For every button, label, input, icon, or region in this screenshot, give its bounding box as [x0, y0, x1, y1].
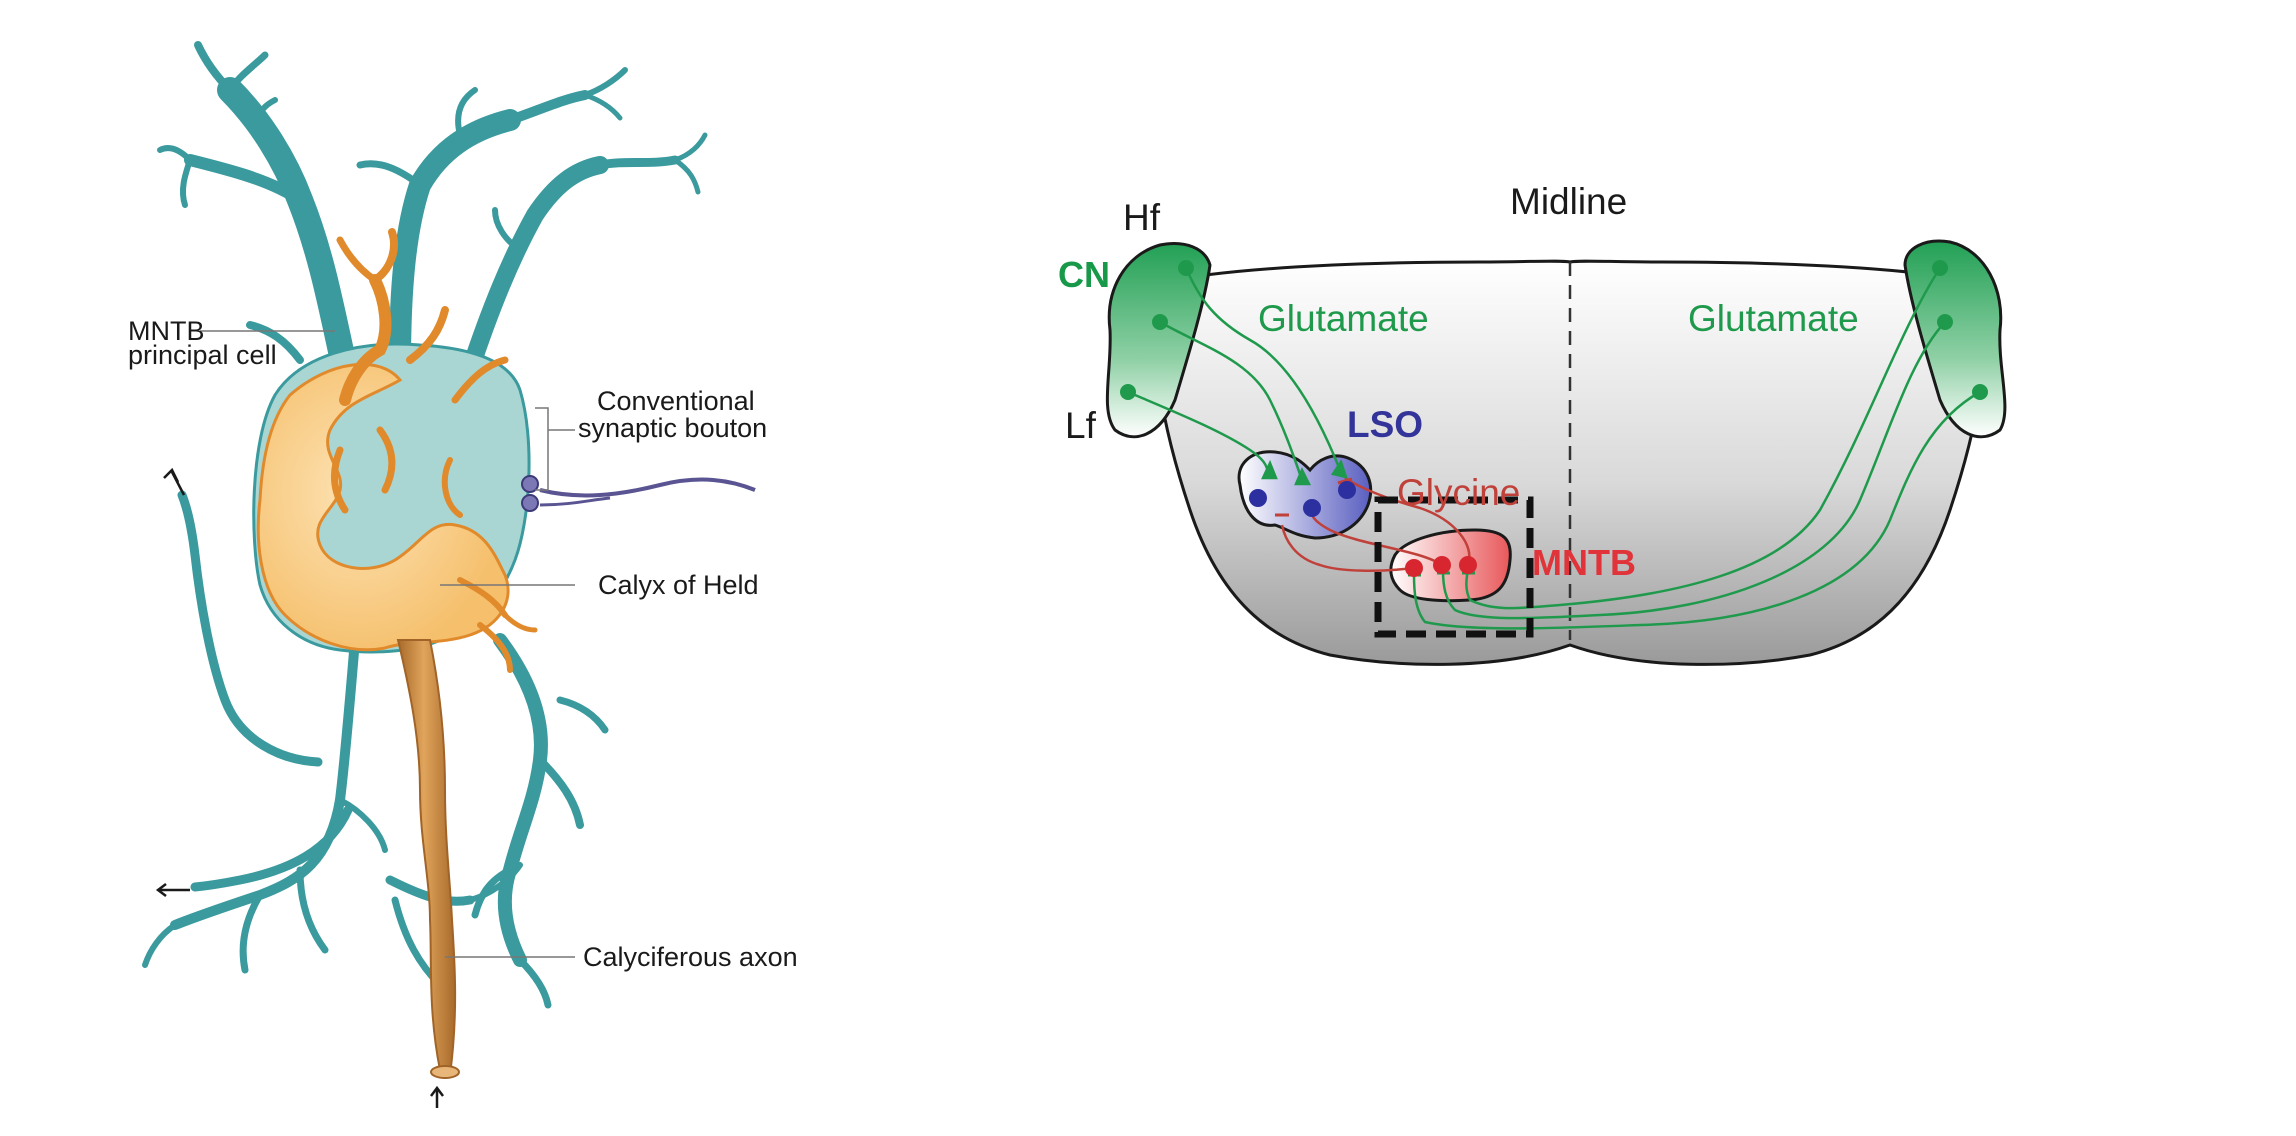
glutamate-right-label: Glutamate [1688, 298, 1859, 339]
principal-cell-label-line1: MNTB [128, 316, 205, 346]
arrow-icon [155, 467, 444, 1108]
leader-lines [200, 330, 575, 958]
mntb-label: MNTB [1532, 542, 1636, 583]
cn-cells [1120, 260, 1988, 400]
axon-cut-end [430, 1065, 460, 1079]
calyciferous-axon [396, 639, 457, 1077]
bouton-label-line2: synaptic bouton [578, 413, 767, 443]
cn-label: CN [1058, 254, 1110, 295]
output-axon-lower [190, 805, 353, 892]
neuron-illustration: MNTB principal cell Conventional synapti… [128, 41, 798, 1108]
calyx-label: Calyx of Held [598, 570, 759, 600]
calyx-of-held [256, 362, 510, 652]
dendrite-tree [142, 41, 708, 1009]
mntb-highlight-box [1374, 496, 1534, 638]
glutamate-pathways [1127, 267, 1981, 630]
brainstem-outline [1152, 259, 1988, 666]
mntb-cells [1405, 556, 1477, 577]
calyx-fingers [331, 228, 538, 673]
efferent-axon [177, 490, 323, 767]
axon-label: Calyciferous axon [583, 942, 798, 972]
glycine-label: Glycine [1397, 472, 1520, 513]
lso-cells [1249, 481, 1356, 517]
brainstem-diagram: Midline Hf Lf CN Glutamate Glutamate LSO… [1058, 181, 2007, 666]
bouton-label-line1: Conventional [597, 386, 755, 416]
principal-cell-label-line2: principal cell [128, 340, 277, 370]
synaptic-bouton [521, 475, 756, 512]
lf-label: Lf [1065, 405, 1097, 446]
midline-label: Midline [1510, 181, 1627, 222]
lso-label: LSO [1347, 404, 1423, 445]
hf-label: Hf [1123, 197, 1161, 238]
glutamate-left-label: Glutamate [1258, 298, 1429, 339]
